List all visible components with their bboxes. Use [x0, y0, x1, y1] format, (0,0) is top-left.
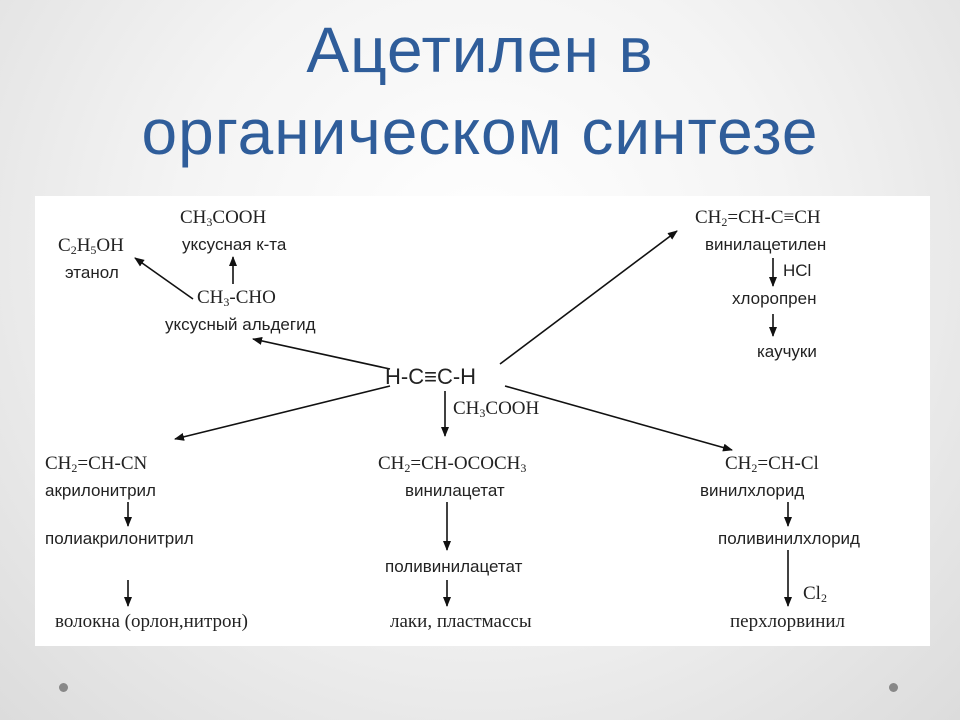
arrow-to-vinylchloride — [504, 385, 733, 452]
ethanol-name: этанол — [65, 263, 119, 282]
aldehyde-name: уксусный альдегид — [165, 315, 316, 334]
rubber-name: каучуки — [757, 342, 817, 361]
acetic-acid-formula: CH3COOH — [180, 207, 267, 229]
polyvinylchloride-name: поливинилхлорид — [718, 529, 860, 548]
arrow-to-acrylonitrile — [174, 385, 391, 441]
acetylene-formula: H-C≡C-H — [385, 364, 477, 389]
aldehyde-formula: CH3-CHO — [197, 287, 276, 309]
diagram-arrows — [124, 230, 792, 607]
polyacrylonitrile-name: полиакрилонитрил — [45, 529, 194, 548]
vinylacetylene-formula: CH2=CH-C≡CH — [695, 207, 821, 229]
polyvinylacetate-name: поливинилацетат — [385, 557, 523, 576]
synthesis-diagram: CH3COOH уксусная к-та C2H5OH этанол CH3-… — [35, 196, 930, 646]
center-reagent: CH3COOH — [453, 398, 540, 420]
perchlorovinyl-name: перхлорвинил — [730, 611, 846, 632]
vinylacetylene-name: винилацетилен — [705, 235, 827, 254]
vinylchloride-formula: CH2=CH-Cl — [725, 453, 819, 475]
arrow-to-vinylacetylene — [499, 230, 678, 365]
acrylonitrile-formula: CH2=CH-CN — [45, 453, 148, 475]
cl2-reagent: Cl2 — [803, 583, 827, 605]
arrow-aldehyde-to-ethanol — [134, 257, 194, 300]
chloroprene-name: хлоропрен — [732, 289, 817, 308]
arrow-to-aldehyde — [252, 337, 391, 370]
title-line-1: Ацетилен в — [306, 14, 654, 86]
vinylchloride-name: винилхлорид — [700, 481, 805, 500]
ethanol-formula: C2H5OH — [58, 235, 124, 257]
vinylacetate-name: винилацетат — [405, 481, 505, 500]
title-line-2: органическом синтезе — [141, 96, 819, 168]
vinylacetate-formula: CH2=CH-OCOCH3 — [378, 453, 527, 475]
fibers-name: волокна (орлон,нитрон) — [55, 611, 248, 632]
acrylonitrile-name: акрилонитрил — [45, 481, 156, 500]
left-bullet-dot — [59, 683, 68, 692]
right-bullet-dot — [889, 683, 898, 692]
acetic-acid-name: уксусная к-та — [182, 235, 287, 254]
hcl-reagent: HCl — [783, 261, 812, 280]
lacquers-name: лаки, пластмассы — [390, 611, 532, 632]
